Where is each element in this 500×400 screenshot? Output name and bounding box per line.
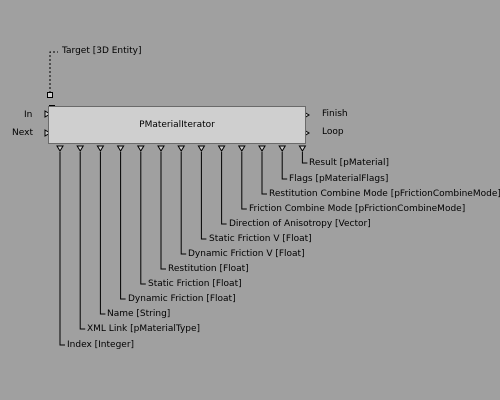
param-pin-icon xyxy=(298,145,307,152)
input-in-label: In xyxy=(24,110,33,120)
param-pin-icon xyxy=(278,145,287,152)
param-wire xyxy=(160,152,166,270)
param-label-xml-link: XML Link [pMaterialType] xyxy=(87,324,201,334)
param-pin-icon xyxy=(96,145,105,152)
param-wire xyxy=(59,152,65,346)
param-label-restitution: Restitution [Float] xyxy=(168,264,249,274)
output-loop-label: Loop xyxy=(322,127,344,137)
param-pin-icon xyxy=(76,145,85,152)
target-pin-icon xyxy=(47,92,53,98)
param-label-name: Name [String] xyxy=(107,309,171,319)
output-finish-label: Finish xyxy=(322,109,348,119)
param-label-static-friction-v: Static Friction V [Float] xyxy=(209,234,312,244)
param-pin-icon xyxy=(197,145,206,152)
param-label-restitution-combine-mode: Restitution Combine Mode [pFrictionCombi… xyxy=(269,189,500,199)
param-pin-icon xyxy=(157,145,165,152)
param-pin-icon xyxy=(237,145,246,152)
block-title: PMaterialIterator xyxy=(139,120,215,130)
target-wire xyxy=(49,51,58,93)
param-wire xyxy=(180,152,187,255)
param-pin-icon xyxy=(136,145,145,152)
param-wire xyxy=(261,152,267,195)
param-label-result: Result [pMaterial] xyxy=(309,158,389,168)
param-wire xyxy=(301,152,308,164)
param-wire xyxy=(281,152,288,180)
param-wire xyxy=(140,152,146,285)
param-label-dynamic-friction-v: Dynamic Friction V [Float] xyxy=(188,249,305,259)
param-pin-icon xyxy=(116,145,125,152)
param-label-flags: Flags [pMaterialFlags] xyxy=(289,174,389,184)
param-pin-icon xyxy=(56,145,64,152)
param-label-index: Index [Integer] xyxy=(67,340,135,350)
building-block[interactable]: PMaterialIterator xyxy=(48,106,306,144)
param-wire xyxy=(79,152,86,330)
param-label-direction-anisotropy: Direction of Anisotropy [Vector] xyxy=(229,219,371,229)
input-next-label: Next xyxy=(12,128,33,138)
input-next-pin-icon xyxy=(44,129,51,137)
param-wire xyxy=(120,152,126,300)
param-label-static-friction: Static Friction [Float] xyxy=(148,279,242,289)
param-wire xyxy=(241,152,247,210)
input-in-pin-icon xyxy=(44,110,51,118)
param-wire xyxy=(221,152,227,225)
param-label-friction-combine-mode: Friction Combine Mode [pFrictionCombineM… xyxy=(249,204,466,214)
param-wire xyxy=(99,152,106,315)
param-pin-icon xyxy=(258,145,266,152)
param-label-dynamic-friction: Dynamic Friction [Float] xyxy=(128,294,236,304)
param-pin-icon xyxy=(177,145,186,152)
param-pin-icon xyxy=(217,145,226,152)
param-wire xyxy=(200,152,207,240)
wires xyxy=(49,51,308,346)
target-param-label: Target [3D Entity] xyxy=(62,46,142,56)
